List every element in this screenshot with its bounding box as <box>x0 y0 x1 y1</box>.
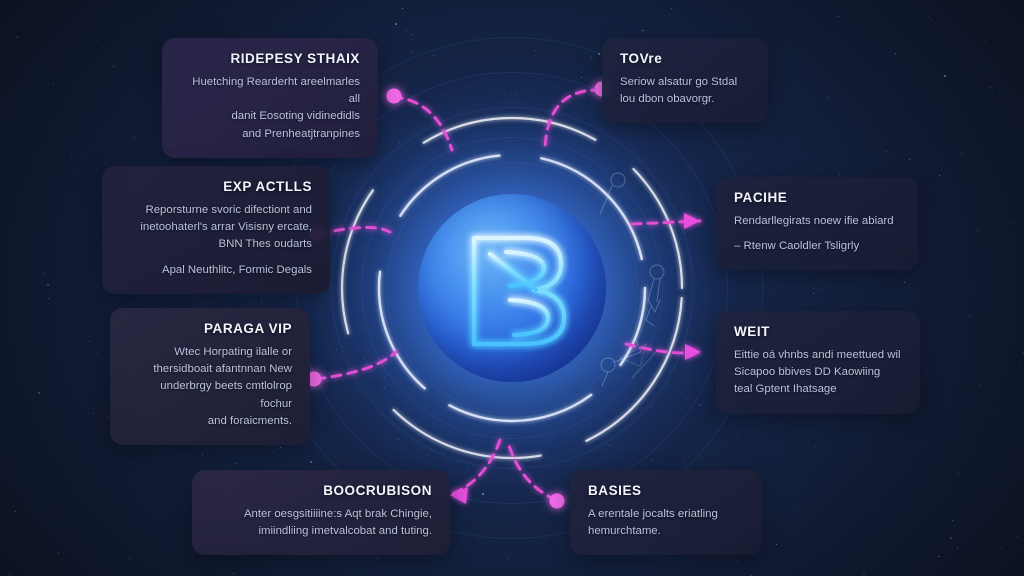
card-body-line: and Prenheatjtranpines <box>242 127 360 140</box>
link-mid-right <box>630 219 702 226</box>
card-body-line: BNN Thes oudarts <box>218 238 313 251</box>
card-body-line: teal Gptent Ihatsage <box>734 383 837 396</box>
card-body-line: thersidboait afantnnan New <box>153 362 292 375</box>
link-bottom-left <box>450 438 502 496</box>
card-low-right[interactable]: WEIT Eittie oá vhnbs andi meettued wil S… <box>716 311 920 414</box>
brand-monogram-icon <box>471 235 567 347</box>
card-bottom-left[interactable]: BOOCRUBISON Anter oesgsitiiiine:s Aqt br… <box>192 470 450 556</box>
arrowhead-mid-right <box>684 213 700 229</box>
card-heading: WEIT <box>734 324 770 339</box>
card-body-line: Huetching Rearderht areelmarles all <box>192 75 360 105</box>
card-body-line: underbrgy beets cmtlolrop fochur <box>160 380 292 410</box>
card-body-line: – Rtenw Caoldler Tsligrly <box>734 239 860 252</box>
card-body-line: Apal Neuthlitc, Formic Degals <box>161 263 312 276</box>
arrowhead-bottom-left <box>450 487 468 504</box>
link-dot-top-left <box>386 88 402 104</box>
link-low-right <box>624 342 702 355</box>
card-body-line: inetoohaterl's arrar Visisny ercate, <box>140 220 312 233</box>
card-heading: TOVre <box>620 51 663 66</box>
card-body-line: imiindliing imetvalcobat and tuting. <box>258 524 433 537</box>
link-low-left <box>314 350 398 381</box>
link-bottom-right <box>506 440 558 502</box>
card-top-right[interactable]: TOVre Seriow alsatur go Stdal lou dbon o… <box>602 38 768 124</box>
link-dot-bottom-right <box>549 493 565 509</box>
card-body-line: danit Eosoting vidinedidls <box>231 110 360 123</box>
arrowhead-low-right <box>685 344 701 360</box>
card-heading: RIDEPESY STHAIX <box>230 51 360 66</box>
card-body-line: Eittie oá vhnbs andi meettued wil <box>734 348 901 361</box>
card-body-line: Reporsturne svoric difectiont and <box>145 203 312 216</box>
card-heading: EXP ACTLLS <box>223 179 312 194</box>
card-low-left[interactable]: PARAGA VIP Wtec Horpating ilalle or ther… <box>110 308 310 446</box>
link-top-left <box>391 95 454 152</box>
card-body-line: Sicapoo bbives DD Kaowiing <box>734 365 881 378</box>
card-bottom-right[interactable]: BASIES A erentale jocalts eriatling hemu… <box>570 470 762 556</box>
card-heading: BOOCRUBISON <box>323 483 432 498</box>
card-heading: PARAGA VIP <box>203 321 292 336</box>
central-orb <box>418 194 606 382</box>
card-body-line: lou dbon obavorgr. <box>620 92 715 105</box>
card-body-line: Rendarllegirats noew ifie abiard <box>734 214 894 227</box>
card-heading: PACIHE <box>734 190 788 205</box>
card-body-line: Seriow alsatur go Stdal <box>620 75 738 88</box>
link-top-right <box>543 88 603 150</box>
card-body-line: Wtec Horpating ilalle or <box>174 345 292 358</box>
card-body-line: hemurchtame. <box>588 524 661 537</box>
card-body-line: A erentale jocalts eriatling <box>588 507 718 520</box>
card-mid-left[interactable]: EXP ACTLLS Reporsturne svoric difectiont… <box>102 166 330 294</box>
card-heading: BASIES <box>588 483 642 498</box>
card-top-left[interactable]: RIDEPESY STHAIX Huetching Rearderht aree… <box>162 38 378 158</box>
card-mid-right[interactable]: PACIHE Rendarllegirats noew ifie abiard … <box>716 177 918 271</box>
card-body-line: and foraicments. <box>207 414 292 427</box>
card-body-line: Anter oesgsitiiiine:s Aqt brak Chingie, <box>243 507 432 520</box>
